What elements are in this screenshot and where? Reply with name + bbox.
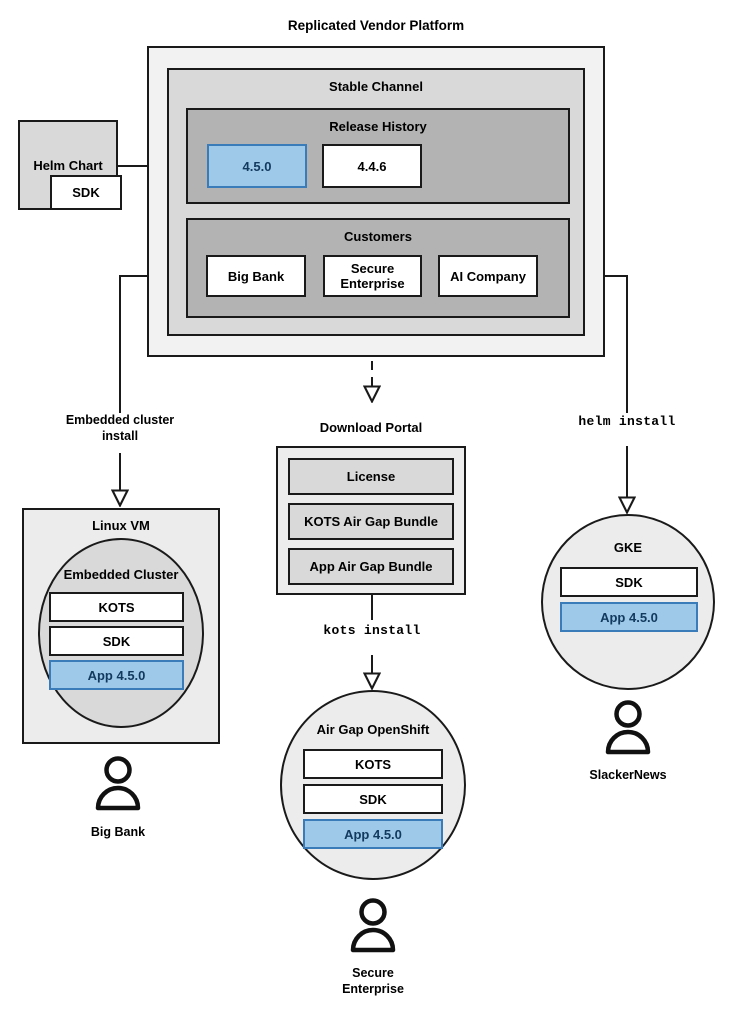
artifact-label: KOTS Air Gap Bundle [304,514,438,529]
artifact-label: App Air Gap Bundle [309,559,433,574]
download-artifact-kots-air-gap-bundle[interactable]: KOTS Air Gap Bundle [288,503,454,540]
actor-label-big-bank: Big Bank [90,825,146,839]
embedded-cluster-title: Embedded Cluster [63,567,179,582]
component-label: KOTS [354,756,392,772]
actor-icon-big-bank [95,756,141,811]
openshift-component-sdk[interactable]: SDK [303,784,443,814]
linux-vm-title: Linux VM [92,518,150,533]
download-artifact-license[interactable]: License [288,458,454,495]
customer-card-ai-company[interactable]: AI Company [438,255,538,297]
gke-component-app[interactable]: App 4.5.0 [560,602,698,632]
helm-chart-label: Helm Chart [33,158,103,173]
download-portal-title: Download Portal [319,420,423,435]
actor-icon-slackernews [605,700,651,755]
component-label: KOTS [98,599,135,615]
customers-title: Customers [344,229,412,244]
release-card-4-5-0[interactable]: 4.5.0 [207,144,307,188]
airgap-openshift-title: Air Gap OpenShift [316,722,430,737]
customer-name: Secure Enterprise [340,261,405,291]
stable-channel-title: Stable Channel [329,79,423,94]
download-artifact-app-air-gap-bundle[interactable]: App Air Gap Bundle [288,548,454,585]
linux-vm-component-kots[interactable]: KOTS [49,592,184,622]
helm-chart-sdk-box[interactable]: SDK [50,175,122,210]
linux-vm-component-sdk[interactable]: SDK [49,626,184,656]
gke-title: GKE [613,540,643,555]
gke-component-sdk[interactable]: SDK [560,567,698,597]
component-label: App 4.5.0 [87,667,146,683]
edge-label-helm-install: helm install [578,414,676,429]
release-version-label: 4.5.0 [242,158,272,174]
artifact-label: License [346,469,396,484]
page-title: Replicated Vendor Platform [287,18,465,33]
component-label: SDK [102,633,131,649]
component-label: App 4.5.0 [344,826,402,842]
component-label: SDK [359,791,387,807]
customer-name: Big Bank [227,268,285,284]
customer-card-big-bank[interactable]: Big Bank [206,255,306,297]
release-history-title: Release History [329,119,427,134]
edge-label-embedded-cluster-install: Embedded cluster install [65,413,175,443]
linux-vm-component-app[interactable]: App 4.5.0 [49,660,184,690]
actor-label-slackernews: SlackerNews [589,768,667,782]
release-version-label: 4.4.6 [357,158,387,174]
customer-name: AI Company [450,268,526,284]
component-label: SDK [615,574,643,590]
helm-chart-sdk-label: SDK [72,185,100,200]
openshift-component-kots[interactable]: KOTS [303,749,443,779]
edge-label-kots-install: kots install [323,623,421,638]
actor-label-secure-enterprise: Secure Enterprise [342,966,404,996]
component-label: App 4.5.0 [600,609,658,625]
openshift-component-app[interactable]: App 4.5.0 [303,819,443,849]
customer-card-secure-enterprise[interactable]: Secure Enterprise [323,255,422,297]
actor-icon-secure-enterprise [350,898,396,953]
release-card-4-4-6[interactable]: 4.4.6 [322,144,422,188]
